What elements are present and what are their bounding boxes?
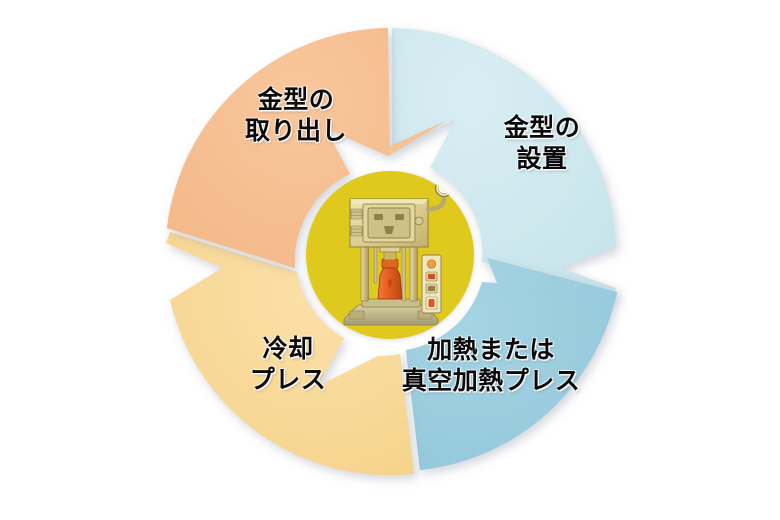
segment-remove[interactable] bbox=[167, 28, 448, 268]
segment-setup[interactable] bbox=[392, 28, 616, 300]
center-illustration-wrap bbox=[298, 163, 482, 347]
hydraulic-heat-press-machine-illustration bbox=[306, 171, 474, 339]
segment-heat[interactable] bbox=[406, 258, 617, 470]
segment-cool[interactable] bbox=[166, 232, 414, 476]
center-disc bbox=[306, 171, 474, 339]
